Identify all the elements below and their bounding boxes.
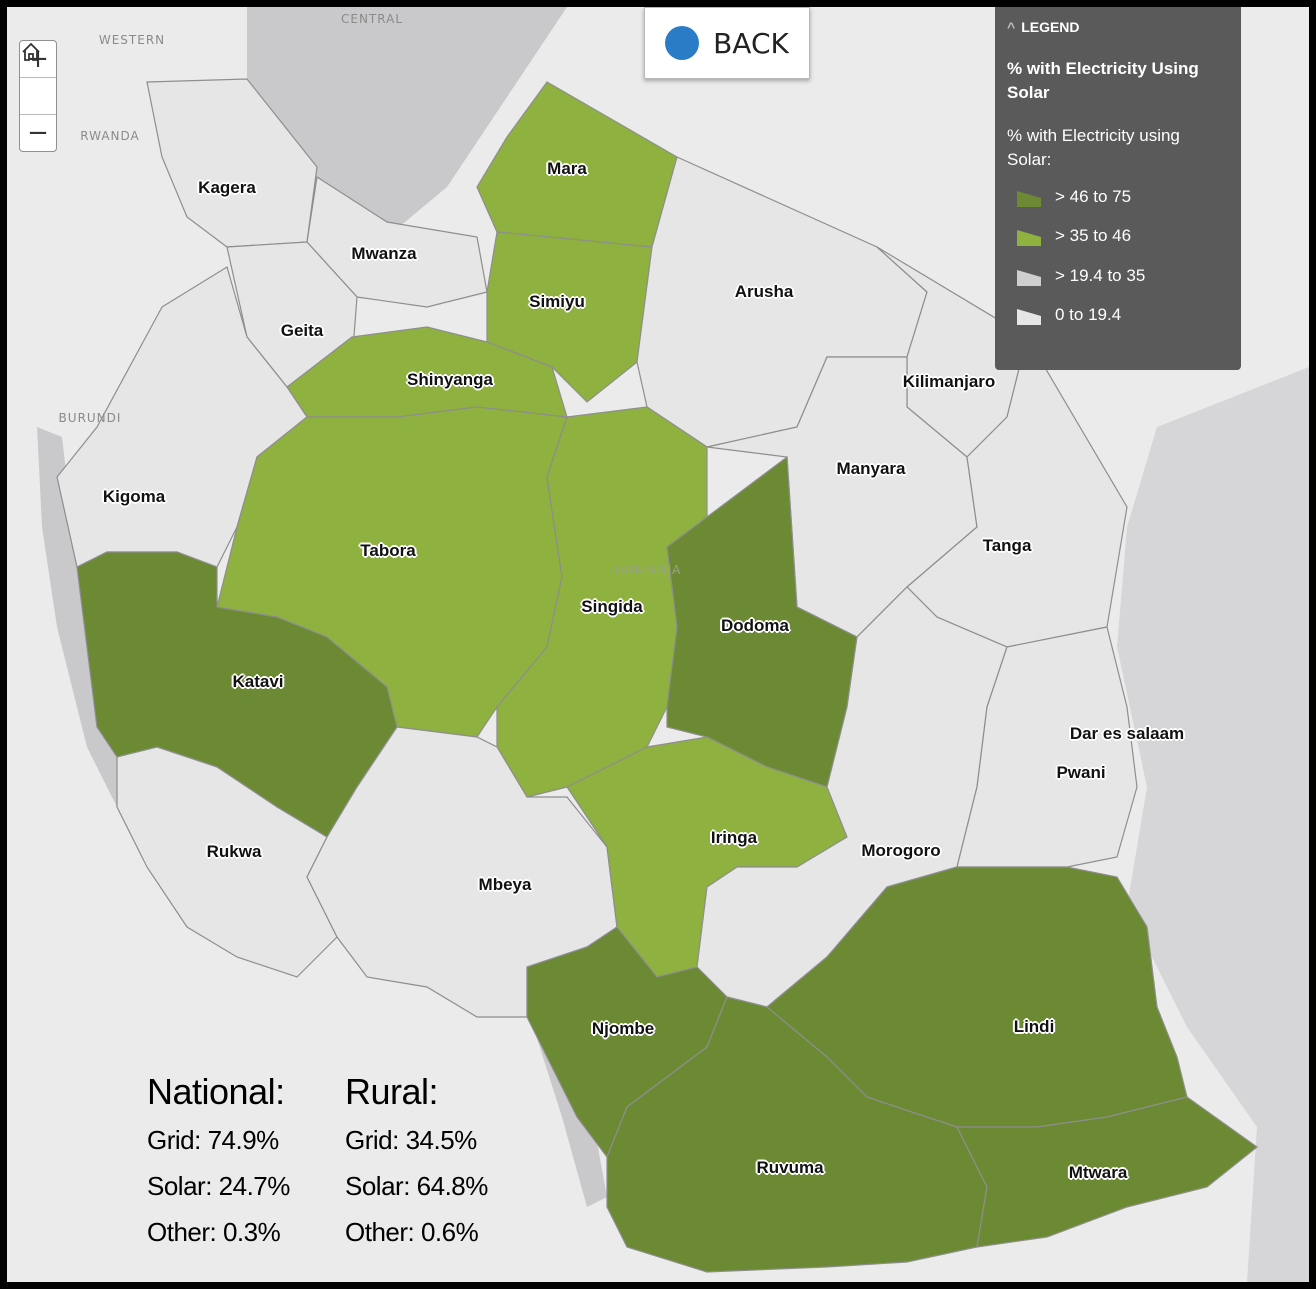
rural-stats: Rural: Grid: 34.5% Solar: 64.8% Other: 0… [345, 1067, 545, 1255]
region-lindi[interactable] [766, 866, 1188, 1128]
legend-swatch [1017, 191, 1041, 207]
legend-item-label: 0 to 19.4 [1055, 305, 1122, 324]
label-kagera: Kagera [198, 178, 256, 197]
zoom-controls: + − [19, 40, 57, 152]
legend-swatch [1017, 309, 1041, 325]
bg-label-central: CENTRAL [340, 12, 404, 26]
legend-item: > 46 to 75 [1017, 185, 1131, 209]
indian-ocean [1117, 367, 1309, 1282]
chevron-left-icon [647, 9, 700, 60]
rural-solar: Solar: 64.8% [345, 1171, 488, 1201]
label-mbeya: Mbeya [478, 875, 532, 894]
label-tanga: Tanga [982, 536, 1032, 555]
home-icon [22, 42, 40, 61]
label-geita: Geita [280, 321, 324, 340]
rural-other: Other: 0.6% [345, 1217, 479, 1247]
legend-item-label: > 19.4 to 35 [1055, 266, 1146, 285]
label-kigoma: Kigoma [102, 487, 166, 506]
region-kigoma[interactable] [56, 266, 308, 568]
label-lindi: Lindi [1013, 1017, 1055, 1036]
label-kilimanjaro: Kilimanjaro [902, 372, 996, 391]
legend-item: 0 to 19.4 [1017, 303, 1121, 327]
label-singida: Singida [581, 597, 643, 616]
national-heading: National: [147, 1071, 285, 1112]
label-arusha: Arusha [734, 282, 794, 301]
legend-header-label: LEGEND [1021, 19, 1080, 35]
label-dodoma: Dodoma [721, 616, 789, 635]
map-canvas[interactable]: WESTERN CENTRAL RWANDA BURUNDI TANZANIA … [7, 7, 1309, 1282]
legend-item-label: > 46 to 75 [1055, 187, 1132, 206]
label-mara: Mara [547, 159, 587, 178]
map-svg [37, 7, 1309, 1282]
label-iringa: Iringa [710, 828, 758, 847]
back-label: BACK [713, 26, 789, 60]
label-manyara: Manyara [836, 459, 906, 478]
label-pwani: Pwani [1056, 763, 1106, 782]
label-katavi: Katavi [232, 672, 284, 691]
legend-swatch [1017, 270, 1041, 286]
back-button[interactable]: BACK [644, 7, 810, 79]
label-rukwa: Rukwa [206, 842, 262, 861]
region-mwanza[interactable] [306, 175, 488, 308]
legend-panel: ^ LEGEND % with Electricity Using Solar %… [995, 7, 1241, 370]
label-morogoro: Morogoro [861, 841, 941, 860]
legend-item-label: > 35 to 46 [1055, 226, 1132, 245]
legend-title: % with Electricity Using Solar [1007, 59, 1199, 102]
rural-grid: Grid: 34.5% [345, 1125, 477, 1155]
national-grid: Grid: 74.9% [147, 1125, 279, 1155]
label-tabora: Tabora [360, 541, 416, 560]
label-dar-es-salaam: Dar es salaam [1069, 724, 1185, 743]
label-njombe: Njombe [591, 1019, 655, 1038]
bg-label-burundi: BURUNDI [58, 411, 122, 425]
bg-label-tanzania: TANZANIA [612, 563, 682, 577]
label-ruvuma: Ruvuma [756, 1158, 824, 1177]
national-stats: National: Grid: 74.9% Solar: 24.7% Other… [147, 1067, 347, 1255]
label-shinyanga: Shinyanga [407, 370, 493, 389]
legend-subtitle: % with Electricity using Solar: [1007, 126, 1180, 169]
national-other: Other: 0.3% [147, 1217, 281, 1247]
legend-swatch [1017, 230, 1041, 246]
bg-label-western: WESTERN [98, 33, 166, 47]
zoom-in-button[interactable]: + [20, 41, 56, 78]
zoom-out-button[interactable]: − [27, 118, 49, 148]
national-solar: Solar: 24.7% [147, 1171, 290, 1201]
home-button[interactable] [20, 42, 56, 115]
legend-item: > 19.4 to 35 [1017, 264, 1145, 288]
chevron-up-icon: ^ [1007, 19, 1016, 35]
bg-label-rwanda: RWANDA [80, 129, 140, 143]
region-mtwara[interactable] [956, 1096, 1258, 1248]
label-simiyu: Simiyu [529, 292, 585, 311]
label-mtwara: Mtwara [1068, 1163, 1128, 1182]
rural-heading: Rural: [345, 1071, 439, 1112]
lake-tanganyika [37, 427, 127, 807]
legend-item: > 35 to 46 [1017, 224, 1131, 248]
label-mwanza: Mwanza [351, 244, 417, 263]
legend-header[interactable]: ^ LEGEND [1007, 19, 1080, 35]
